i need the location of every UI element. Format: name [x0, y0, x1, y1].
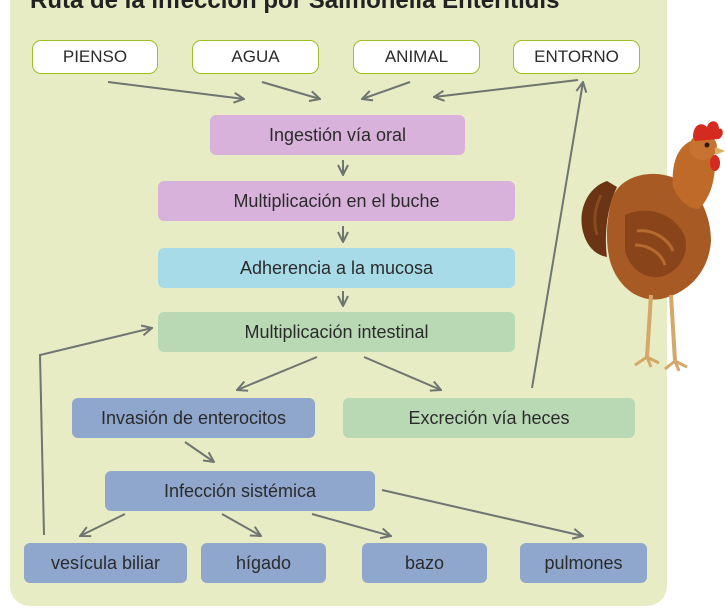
organ-higado: hígado [201, 543, 326, 583]
arrow-to-excrecion [363, 356, 441, 390]
arrow-to-pulmones [381, 489, 583, 536]
diagram-title: Ruta de la infección por Salmonella Ente… [30, 0, 560, 14]
step-infeccion-sistemica: Infección sistémica [105, 471, 375, 511]
organ-bazo: bazo [362, 543, 487, 583]
arrow-to-bazo [311, 513, 391, 536]
arrow-entorno [434, 79, 579, 97]
arrow-to-vesicula [80, 513, 126, 536]
hen-image [581, 121, 725, 372]
arrow-to-higado [221, 513, 261, 536]
step-multiplicacion-buche: Multiplicación en el buche [158, 181, 515, 221]
step-adherencia: Adherencia a la mucosa [158, 248, 515, 288]
source-pienso: PIENSO [32, 40, 158, 74]
arrow-invasion-to-sistemica [184, 441, 214, 462]
arrow-pienso [107, 81, 244, 99]
arrow-animal [362, 81, 411, 99]
organ-pulmones: pulmones [520, 543, 647, 583]
source-animal: ANIMAL [353, 40, 480, 74]
step-invasion-enterocitos: Invasión de enterocitos [72, 398, 315, 438]
source-entorno: ENTORNO [513, 40, 640, 74]
source-agua: AGUA [192, 40, 319, 74]
arrow-excrecion-to-entorno [531, 82, 583, 389]
step-ingestion: Ingestión vía oral [210, 115, 465, 155]
arrow-agua [261, 81, 320, 99]
organ-vesicula-biliar: vesícula biliar [24, 543, 187, 583]
step-multiplicacion-intestinal: Multiplicación intestinal [158, 312, 515, 352]
arrow-vesicula-to-intestinal [38, 328, 152, 536]
arrow-to-invasion [237, 356, 318, 390]
step-excrecion-heces: Excreción vía heces [343, 398, 635, 438]
